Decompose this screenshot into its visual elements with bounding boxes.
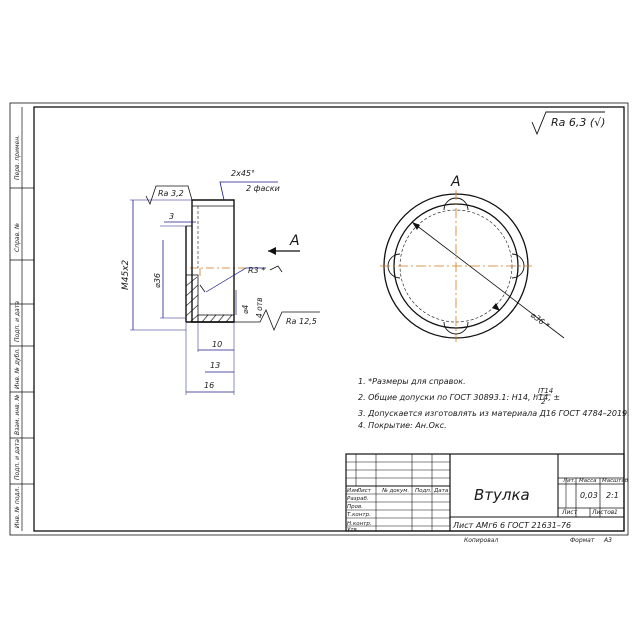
tb-mass-header: Масса — [579, 478, 597, 484]
side-stamp-column: Перв. примен. Справ. № Подп. и дата Инв.… — [10, 107, 34, 531]
dim-chamfer-note: 2 фаски — [246, 184, 280, 193]
note-2-fraction-num: IT14 — [538, 387, 553, 395]
tb-title: Втулка — [474, 486, 530, 504]
general-roughness: Ra 6,3 (√) — [531, 111, 605, 136]
side-stamp-7: Инв. № подл. — [14, 487, 21, 528]
tb-lit-header: Лит. — [562, 478, 576, 484]
dim-d4: ⌀4 — [241, 304, 250, 314]
dim-r3: R3 * — [248, 266, 265, 275]
tb-col-list: Лист — [356, 488, 372, 494]
dim-13: 13 — [210, 361, 220, 370]
tb-col-date: Дата — [433, 488, 449, 494]
dim-chamfer: 2x45° — [231, 169, 255, 178]
tb-sheets-n: 1 — [614, 509, 618, 516]
title-block: Изм. Лист № докум. Подп. Дата Разраб. Пр… — [345, 453, 629, 544]
dim-10: 10 — [212, 340, 222, 349]
tb-role-tkontr: Т.контр. — [347, 512, 371, 518]
side-stamp-1: Перв. примен. — [14, 135, 21, 180]
note-2-fraction-den: 2 — [541, 398, 546, 406]
tb-material: Лист АМг6 6 ГОСТ 21631–76 — [452, 521, 571, 530]
side-stamp-5: Взам. инв. № — [14, 394, 21, 435]
tb-col-sign: Подп. — [415, 488, 432, 494]
tb-scale: 2:1 — [606, 491, 619, 500]
tb-col-doc: № докум. — [381, 488, 409, 494]
note-3: 3. Допускается изготовлять из материала … — [358, 409, 630, 418]
dim-holes: 4 отв — [255, 297, 264, 318]
side-stamp-2: Справ. № — [14, 223, 21, 252]
roughness-top: Ra 3,2 — [158, 189, 184, 198]
dimension-lines: 2x45° 2 фаски Ra 3,2 3 M45x2 ⌀36 A R3 * … — [121, 169, 320, 395]
note-1: 1. *Размеры для справок. — [358, 377, 466, 386]
sheet-frame-inner — [33, 106, 625, 532]
side-stamp-6: Подп. и дата — [14, 439, 21, 480]
view-a: A ⌀36 * — [380, 174, 565, 342]
side-stamp-4: Инв. № дубл. — [14, 348, 21, 389]
dim-3: 3 — [169, 212, 174, 221]
section-view — [185, 199, 248, 323]
tb-role-prov: Пров. — [347, 504, 363, 510]
tb-role-nkontr: Н.контр. — [347, 521, 372, 527]
tb-format-value: A3 — [603, 537, 612, 544]
note-2: 2. Общие допуски по ГОСТ 30893.1: H14, h… — [358, 393, 560, 402]
dim-d36: ⌀36 — [153, 273, 162, 288]
note-4: 4. Покрытие: Ан.Окс. — [358, 421, 447, 430]
tb-col-izm: Изм. — [347, 488, 360, 494]
tb-format: Формат — [570, 537, 595, 544]
sheet-frame-outer — [9, 102, 629, 536]
roughness-bottom: Ra 12,5 — [286, 317, 317, 326]
tb-copied: Копировал — [464, 537, 498, 544]
dim-d36-view: ⌀36 * — [529, 310, 552, 330]
dim-16: 16 — [204, 381, 214, 390]
technical-notes: 1. *Размеры для справок. 2. Общие допуск… — [358, 377, 630, 430]
view-a-label: A — [450, 174, 461, 190]
tb-sheets: Листов — [591, 509, 615, 516]
tb-role-utv: Утв. — [347, 527, 359, 533]
general-roughness-text: Ra 6,3 (√) — [551, 116, 605, 129]
tb-role-razrab: Разраб. — [347, 496, 369, 502]
tb-sheet: Лист — [561, 509, 578, 516]
view-arrow-label: A — [289, 233, 300, 249]
dim-thread: M45x2 — [121, 259, 131, 290]
side-stamp-3: Подп. и дата — [14, 301, 21, 342]
tb-mass: 0,03 — [580, 491, 598, 500]
tb-scale-header: Масштаб — [602, 478, 629, 484]
